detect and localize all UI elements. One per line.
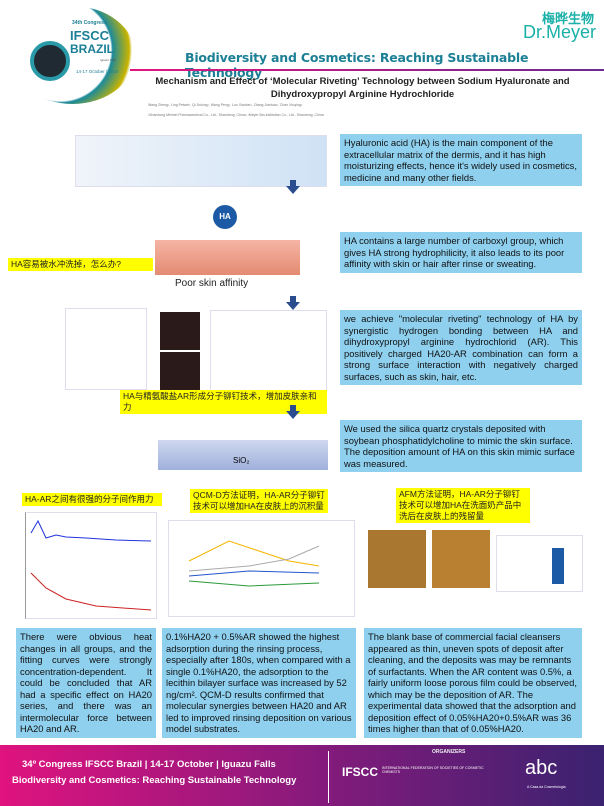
header-divider: [130, 69, 604, 71]
footer-divider: [328, 751, 329, 803]
afm-image-1: [368, 530, 426, 588]
highlight-qcm: QCM-D方法证明，HA-AR分子铆钉技术可以增加HA在皮肤上的沉积量: [190, 489, 328, 513]
abc-subtitle: A Casa da Cosmetologia: [527, 785, 566, 789]
ha-circle: HA: [213, 205, 237, 229]
simulation-figure-2: [160, 352, 200, 390]
brand-logo: Dr.Meyer: [522, 22, 596, 42]
down-arrow-icon: [286, 180, 300, 194]
down-arrow-icon: [286, 405, 300, 419]
toucan-icon: [30, 41, 70, 81]
sio2-figure: SiO₂: [158, 420, 328, 470]
affiliations: ¹Shandong Meimei Pharmaceutical Co., Ltd…: [148, 113, 324, 117]
ar-molecule-figure: [65, 308, 147, 390]
silica-text-box: We used the silica quartz crystals depos…: [340, 420, 582, 472]
complex-figure: [210, 310, 327, 392]
afm-result-box: The blank base of commercial facial clea…: [364, 628, 582, 738]
afm-image-2: [432, 530, 490, 588]
down-arrow-icon: [286, 296, 300, 310]
footer-line1: 34º Congress IFSCC Brazil | 14-17 Octobe…: [22, 759, 276, 770]
simulation-figure-1: [160, 312, 200, 350]
abc-logo: abc: [525, 757, 558, 779]
sio2-label: SiO₂: [233, 456, 250, 465]
theme-banner: Biodiversity and Cosmetics: Reaching Sus…: [185, 50, 529, 80]
intro-text-box: Hyaluronic acid (HA) is the main compone…: [340, 134, 582, 186]
ifscc-full-name: INTERNATIONAL FEDERATION OF SOCIETIES OF…: [382, 766, 484, 774]
qcm-result-box: 0.1%HA20 + 0.5%AR showed the highest ads…: [162, 628, 356, 738]
itc-chart: [25, 512, 157, 619]
congress-logo: 34th Congress IFSCC BRAZIL Iguazu Falls …: [10, 6, 135, 104]
dates-label: 14-17 October | 2024: [76, 69, 119, 74]
itc-curves: [30, 519, 152, 611]
ifscc-logo: IFSCC: [342, 765, 378, 779]
qcm-curves: [188, 540, 320, 587]
footer-line2: Biodiversity and Cosmetics: Reaching Sus…: [12, 775, 297, 786]
itc-result-box: There were obvious heat changes in all g…: [16, 628, 156, 738]
ifscc-label: IFSCC: [70, 28, 109, 43]
authors: Wang Zheng¹, Ling Peiwei¹, Qi Jinlong¹, …: [148, 103, 303, 107]
afm-bar-chart: [496, 535, 583, 592]
bar: [552, 548, 564, 584]
congress-label: 34th Congress: [72, 20, 107, 26]
highlight-rinse: HA容易被水冲洗掉，怎么办?: [8, 258, 153, 271]
highlight-afm: AFM方法证明，HA-AR分子铆钉技术可以增加HA在洗面奶产品中洗后在皮肤上的残…: [396, 488, 530, 523]
poster-title: Mechanism and Effect of ‘Molecular Rivet…: [155, 76, 570, 100]
footer: 34º Congress IFSCC Brazil | 14-17 Octobe…: [0, 745, 604, 806]
place-label: Iguazu Falls: [100, 58, 117, 62]
brazil-label: BRAZIL: [70, 42, 114, 56]
ha-structure-figure: [75, 135, 327, 187]
riveting-text-box: we achieve "molecular riveting" technolo…: [340, 310, 582, 385]
organizers-label: ORGANIZERS: [432, 749, 466, 755]
qcm-chart: [168, 520, 355, 617]
poor-affinity-label: Poor skin affinity: [175, 278, 249, 289]
skin-figure: [155, 240, 300, 275]
highlight-itc: HA-AR之间有很强的分子间作用力: [22, 493, 162, 506]
brand-cn: 梅晔生物: [541, 11, 594, 26]
carboxyl-text-box: HA contains a large number of carboxyl g…: [340, 232, 582, 273]
